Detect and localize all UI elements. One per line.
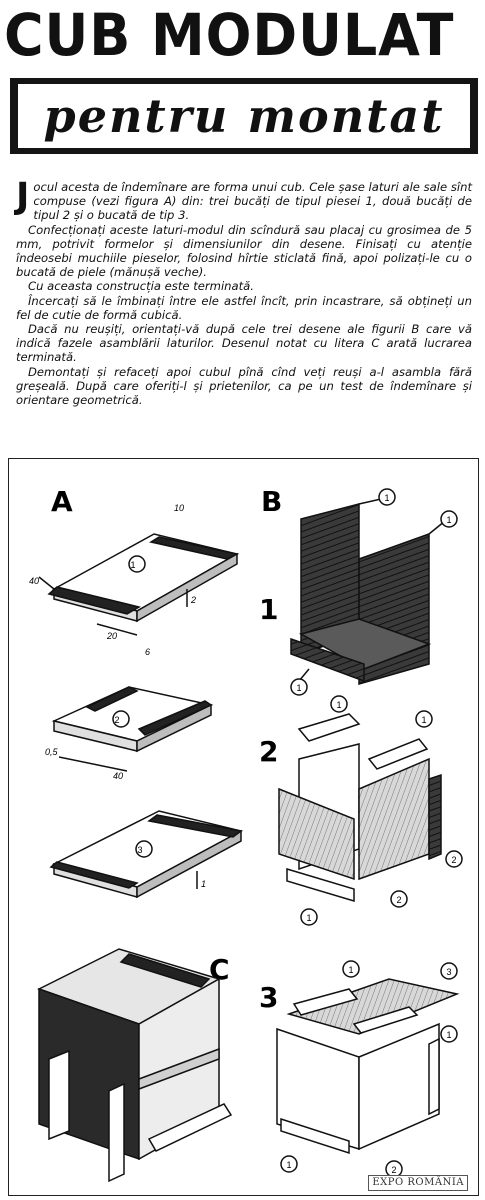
paragraph-3: Cu aceasta construcția este terminată. <box>28 279 254 294</box>
step-1-piece-number-top: 1 <box>384 493 389 503</box>
paragraph-6: Demontați și refaceți apoi cubul pînă cî… <box>16 364 472 408</box>
step-2-piece-number-c: 2 <box>451 855 456 865</box>
subtitle-banner: pentru montat <box>10 78 478 154</box>
step-3: 3 <box>259 981 278 1014</box>
piece-1-drawing <box>38 533 240 636</box>
step-2: 2 <box>259 735 278 768</box>
dim-2: 2 <box>190 595 196 605</box>
subtitle: pentru montat <box>18 84 470 148</box>
dim-05: 0,5 <box>45 747 59 757</box>
piece-2-drawing <box>51 686 214 772</box>
paragraph-5: Dacă nu reușiți, orientați-vă după cele … <box>16 322 472 365</box>
step-1-piece-number-right: 1 <box>446 515 451 525</box>
piece-3-number-a: 3 <box>137 845 142 855</box>
step-1-piece-number-bottom: 1 <box>296 683 301 693</box>
step-1: 1 <box>259 593 278 626</box>
label-B: B <box>261 485 282 518</box>
dim-1: 1 <box>201 879 206 889</box>
piece-1-number-a: 1 <box>130 560 135 570</box>
figure-drawings: A B C 1 2 3 1 10 20 40 2 6 <box>29 485 463 1183</box>
paragraph-1-text: ocul acesta de îndemînare are forma unui… <box>33 180 472 223</box>
piece-2-number-a: 2 <box>114 715 119 725</box>
dim-6: 6 <box>145 647 150 657</box>
step-3-piece-number-b: 3 <box>446 967 451 977</box>
step-3-piece-number-a: 1 <box>348 965 353 975</box>
dim-20: 20 <box>106 631 117 641</box>
step-2-piece-number-d: 1 <box>306 913 311 923</box>
piece-3-drawing <box>49 810 244 899</box>
finished-cube-drawing <box>37 948 233 1183</box>
drop-cap: J <box>16 176 30 217</box>
dim-40-top: 40 <box>29 576 39 586</box>
assembly-step-2-drawing <box>278 695 463 926</box>
page-title: CUB MODULAT <box>4 1 455 69</box>
dim-40-side: 40 <box>113 771 123 781</box>
paragraph-2: Confecționați aceste laturi-modul din sc… <box>16 222 472 280</box>
assembly-step-1-drawing <box>290 488 458 696</box>
step-3-piece-number-d: 1 <box>286 1160 291 1170</box>
step-2-piece-number-e: 2 <box>396 895 401 905</box>
label-A: A <box>51 485 73 518</box>
dim-10: 10 <box>174 503 184 513</box>
step-3-piece-number-e: 2 <box>391 1165 396 1175</box>
step-2-piece-number-b: 1 <box>421 715 426 725</box>
assembly-step-3-drawing <box>276 960 460 1178</box>
assembly-figure: A B C 1 2 3 1 10 20 40 2 6 <box>8 458 479 1196</box>
step-2-piece-number-a: 1 <box>336 700 341 710</box>
paragraph-4: Încercați să le îmbinați între ele astfe… <box>16 293 472 322</box>
watermark: EXPO ROMÂNIA <box>368 1175 468 1191</box>
step-3-piece-number-c: 1 <box>446 1030 451 1040</box>
